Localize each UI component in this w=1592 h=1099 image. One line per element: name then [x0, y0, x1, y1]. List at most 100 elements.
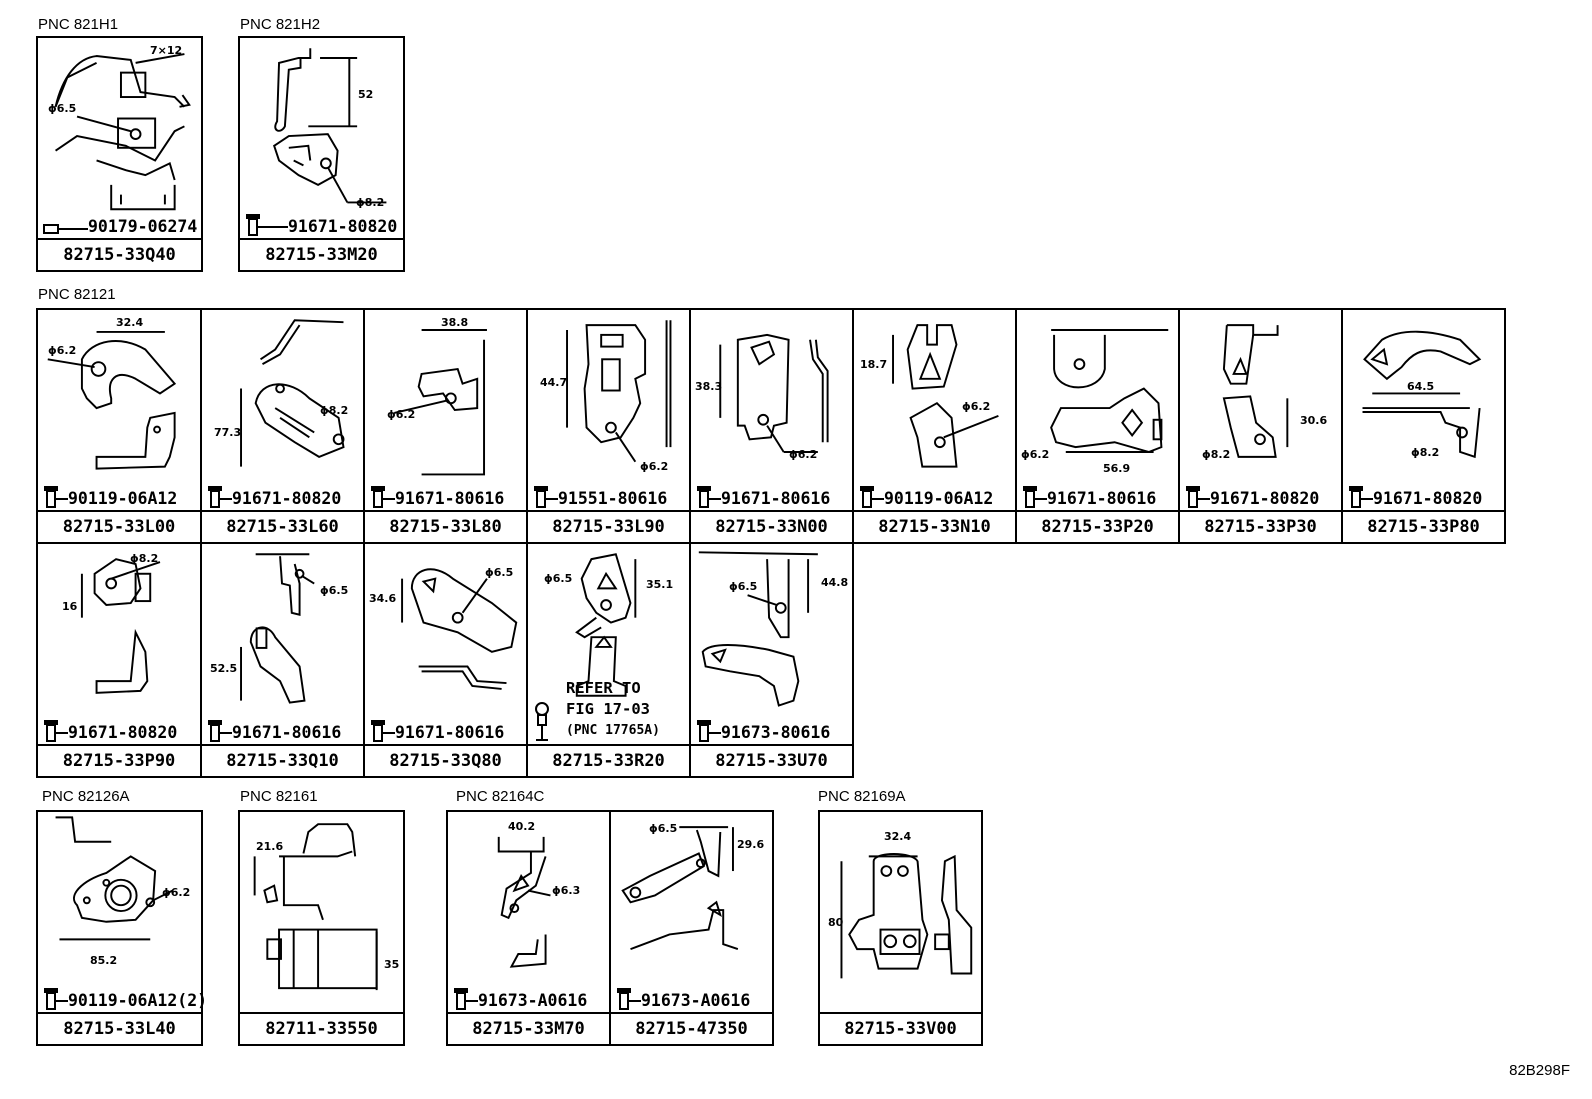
bracket-drawing: [892, 324, 999, 468]
dim-label: ϕ6.2: [1021, 448, 1050, 461]
dim-label: ϕ6.5: [729, 580, 758, 593]
dim-label: 29.6: [737, 838, 765, 851]
part-number: 82715-33Q40: [38, 238, 201, 270]
fastener-callout[interactable]: 90119-06A12(2): [42, 986, 207, 1010]
fastener-callout[interactable]: 91673-80616: [695, 718, 830, 742]
bracket-drawing: [401, 568, 518, 690]
part-number: 82715-33L90: [528, 510, 689, 542]
fastener-callout[interactable]: 91673-A0616: [615, 986, 750, 1010]
fastener-callout[interactable]: 90179-06274: [42, 212, 197, 236]
dim-label: 18.7: [860, 358, 888, 371]
dim-label: 44.8: [821, 576, 849, 589]
dim-label: ϕ6.2: [962, 400, 991, 413]
fastener-callout[interactable]: 91671-80616: [1021, 484, 1156, 508]
fastener-callout[interactable]: 91551-80616: [532, 484, 667, 508]
part-cell[interactable]: ϕ6.5 44.8 91673-80616 82715-33U70: [689, 542, 854, 778]
part-cell[interactable]: ϕ6.2 85.2 90119-06A12(2) 82715-33L40: [36, 810, 207, 1046]
part-cell[interactable]: 38.8 ϕ6.2 91671-80616 82715-33L80: [363, 308, 528, 544]
part-cell[interactable]: 7×12 ϕ6.5 90179-06274 82715-33Q40: [36, 36, 203, 272]
bolt-icon: [1186, 486, 1210, 508]
part-number: 82715-33P20: [1017, 510, 1178, 542]
bracket-drawing: [1222, 324, 1289, 458]
part-cell[interactable]: 44.7 ϕ6.2 91551-80616 82715-33L90: [526, 308, 691, 544]
part-cell[interactable]: 52 ϕ8.2 91671-80820 82715-33M20: [238, 36, 405, 272]
part-number: 82715-33L80: [365, 510, 526, 542]
bolt-icon: [44, 720, 68, 742]
bracket-drawing: [1050, 329, 1169, 454]
bolt-icon: [208, 720, 232, 742]
bracket-drawing: [394, 329, 487, 476]
part-cell[interactable]: 32.4 80 82715-33V00: [818, 810, 983, 1046]
part-number: 82715-33V00: [820, 1012, 981, 1044]
fastener-callout[interactable]: 91673-A0616: [452, 986, 587, 1010]
bolt-icon: [371, 720, 395, 742]
dim-label: 80: [828, 916, 844, 929]
part-number: 82715-33Q10: [202, 744, 363, 776]
dim-label: ϕ6.2: [162, 886, 191, 899]
fastener-callout[interactable]: 90119-06A12: [42, 484, 177, 508]
clip-icon: [43, 224, 88, 234]
dim-label: ϕ8.2: [130, 552, 159, 565]
part-cell[interactable]: 32.4 ϕ6.2 90119-06A12 82715-33L00: [36, 308, 202, 544]
fastener-number: 91551-80616: [558, 489, 668, 508]
dim-label: 34.6: [369, 592, 397, 605]
dim-label: 52: [358, 88, 374, 101]
part-number: 82711-33550: [240, 1012, 403, 1044]
fastener-callout[interactable]: 91671-80820: [42, 718, 177, 742]
dim-label: ϕ6.5: [48, 102, 77, 115]
bolt-icon: [454, 988, 478, 1010]
fastener-number: 91673-A0616: [641, 991, 751, 1010]
part-cell[interactable]: ϕ6.5 52.5 91671-80616 82715-33Q10: [200, 542, 365, 778]
fastener-callout[interactable]: 91671-80616: [206, 718, 341, 742]
part-cell[interactable]: 30.6 ϕ8.2 91671-80820 82715-33P30: [1178, 308, 1343, 544]
bracket-drawing: [240, 553, 315, 704]
fastener-number: 91671-80616: [395, 489, 505, 508]
group-label-821h2: PNC 821H2: [240, 16, 321, 33]
part-cell[interactable]: 40.2 ϕ6.3 91673-A0616 82715-33M70: [446, 810, 611, 1046]
fastener-number: 91671-80616: [721, 489, 831, 508]
bracket-drawing: [566, 320, 672, 463]
figure-id: 82B298F: [1509, 1062, 1570, 1079]
part-cell[interactable]: ϕ8.2 16 91671-80820 82715-33P90: [36, 542, 202, 778]
part-cell[interactable]: 64.5 ϕ8.2 91671-80820 82715-33P80: [1341, 308, 1506, 544]
part-cell[interactable]: ϕ6.5 29.6 91673-A0616 82715-47350: [609, 810, 774, 1046]
fastener-number: 90119-06A12: [68, 489, 178, 508]
part-cell[interactable]: 38.3 ϕ6.2 91671-80616 82715-33N00: [689, 308, 854, 544]
dim-label: 32.4: [884, 830, 912, 843]
fastener-callout[interactable]: [532, 702, 552, 742]
group-label-82126a: PNC 82126A: [42, 788, 130, 805]
fastener-number: 91671-80820: [68, 723, 178, 742]
bracket-drawing: [240, 319, 345, 467]
refer-line: (PNC 17765A): [566, 723, 660, 738]
fastener-callout[interactable]: 91671-80820: [1184, 484, 1319, 508]
fastener-callout[interactable]: 91671-80820: [206, 484, 341, 508]
dim-label: 64.5: [1407, 380, 1435, 393]
dim-label: ϕ6.3: [552, 884, 581, 897]
fastener-callout[interactable]: 91671-80616: [695, 484, 830, 508]
group-label-82161: PNC 82161: [240, 788, 318, 805]
fastener-callout[interactable]: 90119-06A12: [858, 484, 993, 508]
dim-label: 85.2: [90, 954, 118, 967]
bolt-icon: [617, 988, 641, 1010]
part-cell[interactable]: 21.6 35 82711-33550: [238, 810, 405, 1046]
part-cell[interactable]: 18.7 ϕ6.2 90119-06A12 82715-33N10: [852, 308, 1017, 544]
part-cell[interactable]: ϕ6.2 56.9 91671-80616 82715-33P20: [1015, 308, 1180, 544]
dim-label: 21.6: [256, 840, 284, 853]
dim-label: ϕ6.5: [320, 584, 349, 597]
part-cell[interactable]: 34.6 ϕ6.5 91671-80616 82715-33Q80: [363, 542, 528, 778]
dim-label: ϕ6.2: [387, 408, 416, 421]
group-label-82169a: PNC 82169A: [818, 788, 906, 805]
part-number: 82715-33L60: [202, 510, 363, 542]
dim-label: 40.2: [508, 820, 536, 833]
dim-label: ϕ6.2: [48, 344, 77, 357]
part-cell[interactable]: ϕ6.5 35.1 REFER TO FIG 17-03 (PNC 17765A…: [526, 542, 691, 778]
fastener-callout[interactable]: 91671-80820: [244, 212, 397, 236]
fastener-callout[interactable]: 91671-80616: [369, 718, 504, 742]
fastener-callout[interactable]: 91671-80616: [369, 484, 504, 508]
fastener-callout[interactable]: 91671-80820: [1347, 484, 1482, 508]
part-cell[interactable]: 77.3 ϕ8.2 91671-80820 82715-33L60: [200, 308, 365, 544]
dim-label: 7×12: [150, 44, 183, 57]
bolt-icon: [1349, 486, 1373, 508]
part-number: 82715-33P80: [1343, 510, 1504, 542]
part-number: 82715-33P90: [38, 744, 200, 776]
